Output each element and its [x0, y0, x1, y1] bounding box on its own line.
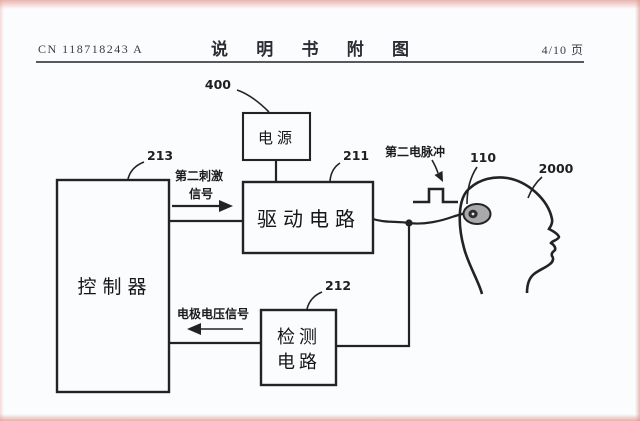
- pulse-label: 第二电脉冲: [385, 144, 445, 159]
- wire-drive-to-electrode: [372, 211, 467, 225]
- page-header: CN 118718243 A 说 明 书 附 图 4/10 页: [36, 39, 584, 63]
- detect-box-label-line2: 电路: [277, 352, 321, 373]
- stimulus-label-line2: 信号: [189, 186, 213, 201]
- power-box-label: 电源: [258, 129, 296, 147]
- leader-400: [236, 89, 270, 113]
- wire-junction-dot: [405, 219, 413, 227]
- head-outline: [458, 176, 561, 295]
- leader-110: [466, 166, 478, 205]
- stimulus-label-line1: 第二刺激: [175, 168, 223, 183]
- ref-213: 213: [147, 148, 173, 163]
- ref-400: 400: [205, 77, 231, 92]
- drive-box-label: 驱动电路: [257, 207, 361, 231]
- leader-211: [329, 162, 341, 182]
- down-arrow-icon: [431, 159, 443, 182]
- drive-box-rect: [241, 180, 375, 255]
- page-number: 4/10 页: [542, 43, 584, 57]
- controller-box-rect: [55, 178, 171, 394]
- controller-box-label: 控制器: [77, 276, 152, 298]
- ref-212: 212: [325, 278, 351, 293]
- connection-lines: [169, 160, 467, 348]
- drive-circuit-box: 驱动电路 211: [241, 148, 375, 255]
- left-arrow-icon: [187, 323, 243, 335]
- page-title: 说 明 书 附 图: [211, 39, 421, 59]
- detect-circuit-box: 检测 电路 212: [259, 278, 351, 387]
- human-head-figure: 110 2000: [458, 150, 574, 295]
- ref-2000: 2000: [539, 161, 574, 176]
- patent-number: CN 118718243 A: [38, 42, 143, 56]
- ref-211: 211: [343, 148, 369, 163]
- electrode-icon: [462, 203, 492, 225]
- pulse-annotation: 第二电脉冲: [385, 144, 458, 204]
- power-box: 电源 400: [205, 77, 312, 162]
- detect-box-rect: [259, 308, 338, 387]
- wire-junction-to-detect: [336, 223, 411, 348]
- ref-110: 110: [470, 150, 496, 165]
- square-pulse-icon: [413, 187, 458, 204]
- detect-box-label-line1: 检测: [277, 327, 321, 348]
- electrode-voltage-label: 电极电压信号: [177, 306, 249, 321]
- electrode-voltage-annotation: 电极电压信号: [177, 306, 249, 335]
- stimulus-signal-annotation: 第二刺激 信号: [172, 168, 233, 212]
- controller-box: 控制器 213: [55, 148, 173, 394]
- power-box-rect: [241, 111, 312, 162]
- leader-213: [127, 161, 145, 180]
- leader-212: [306, 291, 323, 310]
- leader-2000: [527, 176, 543, 199]
- right-arrow-icon: [172, 200, 233, 212]
